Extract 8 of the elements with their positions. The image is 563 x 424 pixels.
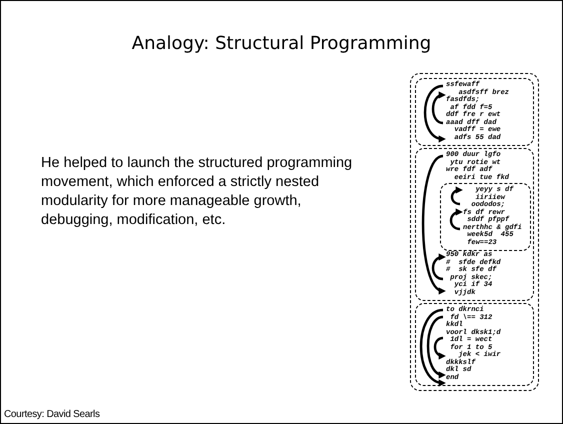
- code-module-box: [415, 148, 534, 301]
- code-module-box: [415, 303, 534, 386]
- body-text: He helped to launch the structured programming movement, which enforced a strictly nested modularity for more manageable growth, debugging, modification, etc.: [41, 154, 354, 230]
- code-module-box: [415, 78, 534, 146]
- code-module-box: [440, 183, 531, 251]
- program-outline: [410, 73, 539, 391]
- slide-title: Analogy: Structural Programming: [130, 33, 432, 54]
- credit-note: Courtesy: David Searls: [4, 409, 100, 420]
